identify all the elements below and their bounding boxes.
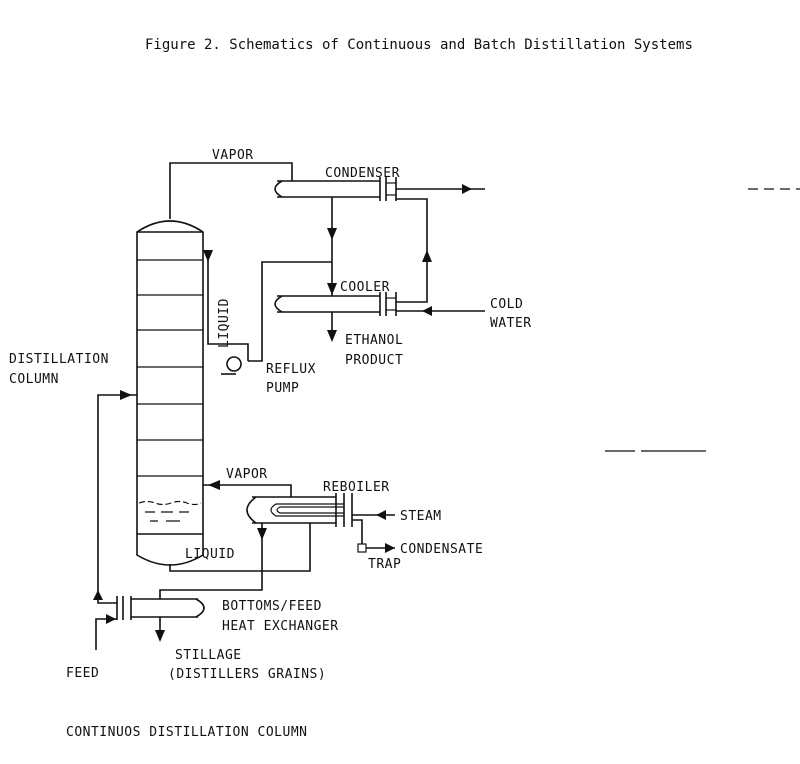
label-stillage: STILLAGE — [175, 648, 242, 663]
label-product: PRODUCT — [345, 353, 403, 368]
label-trap: TRAP — [368, 557, 401, 572]
label-cold: COLD — [490, 297, 523, 312]
label-column: COLUMN — [9, 372, 59, 387]
label-bottoms-feed: BOTTOMS/FEED — [222, 599, 322, 614]
label-reboiler: REBOILER — [323, 480, 390, 495]
label-vapor-mid: VAPOR — [226, 467, 268, 482]
label-cooler: COOLER — [340, 280, 390, 295]
label-distillation: DISTILLATION — [9, 352, 109, 367]
label-distillers-grains: (DISTILLERS GRAINS) — [168, 667, 326, 682]
label-feed: FEED — [66, 666, 99, 681]
label-water: WATER — [490, 316, 532, 331]
label-heat-exchanger: HEAT EXCHANGER — [222, 619, 339, 634]
reboiler — [246, 493, 353, 527]
label-ethanol: ETHANOL — [345, 333, 403, 348]
label-steam: STEAM — [400, 509, 442, 524]
cooler — [274, 292, 397, 316]
label-vapor-top: VAPOR — [212, 148, 254, 163]
distillation-column — [136, 220, 204, 566]
bottoms-feed-heat-exchanger — [116, 596, 205, 620]
figure-title: Figure 2. Schematics of Continuous and B… — [145, 37, 693, 53]
label-condensate: CONDENSATE — [400, 542, 483, 557]
label-pump: PUMP — [266, 381, 299, 396]
label-liquid-reflux: LIQUID — [217, 298, 232, 348]
label-reflux: REFLUX — [266, 362, 316, 377]
caption: CONTINUOS DISTILLATION COLUMN — [66, 725, 307, 740]
reflux-pump — [226, 356, 242, 372]
label-liquid-bottom: LIQUID — [185, 547, 235, 562]
label-condenser: CONDENSER — [325, 166, 400, 181]
